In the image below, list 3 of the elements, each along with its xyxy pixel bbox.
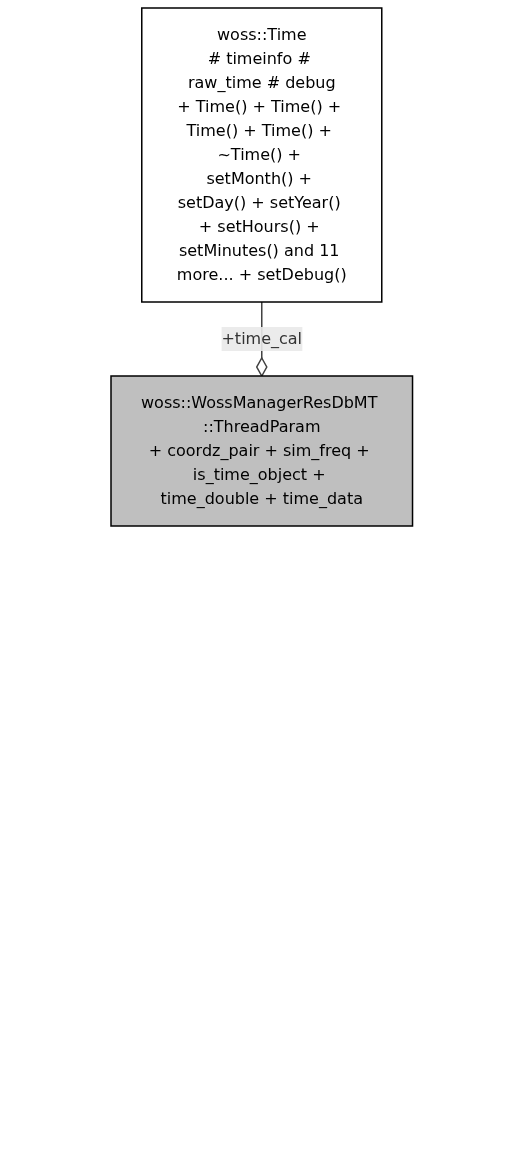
edge-label: +time_cal [221, 329, 302, 348]
class-box: woss::Time # timeinfo # raw_time # debug + Time() + Time() + Time() + Time() + ~Time() + setMonth() + setDay() + setYear() + setHours() + setMinutes() and 11 more... + setDebug() [140, 7, 383, 303]
class-box: woss::WossManagerResDbMT ::ThreadParam + coordz_pair + sim_freq + is_time_object + time_double + time_data [110, 375, 413, 527]
